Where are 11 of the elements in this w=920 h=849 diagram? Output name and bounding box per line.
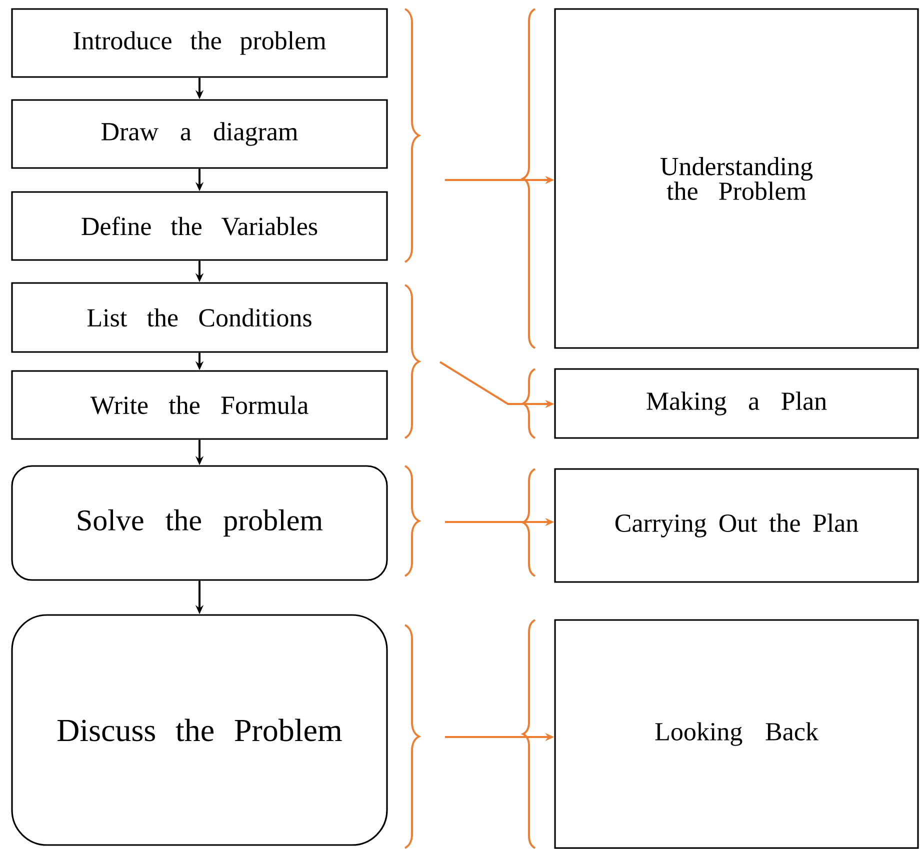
process-box: Introduce the problem bbox=[11, 8, 388, 78]
process-box: Define the Variables bbox=[11, 191, 388, 261]
stage-box: Understanding the Problem bbox=[554, 8, 919, 349]
process-box: List the Conditions bbox=[11, 282, 388, 353]
stage-box: Looking Back bbox=[554, 619, 919, 849]
rounded-box: Solve the problem bbox=[11, 465, 388, 581]
rounded-box: Discuss the Problem bbox=[11, 614, 388, 846]
stage-box: Making a Plan bbox=[554, 368, 919, 439]
process-box: Write the Formula bbox=[11, 370, 388, 440]
process-box: Draw a diagram bbox=[11, 99, 388, 169]
stage-box: Carrying Out the Plan bbox=[554, 468, 919, 583]
